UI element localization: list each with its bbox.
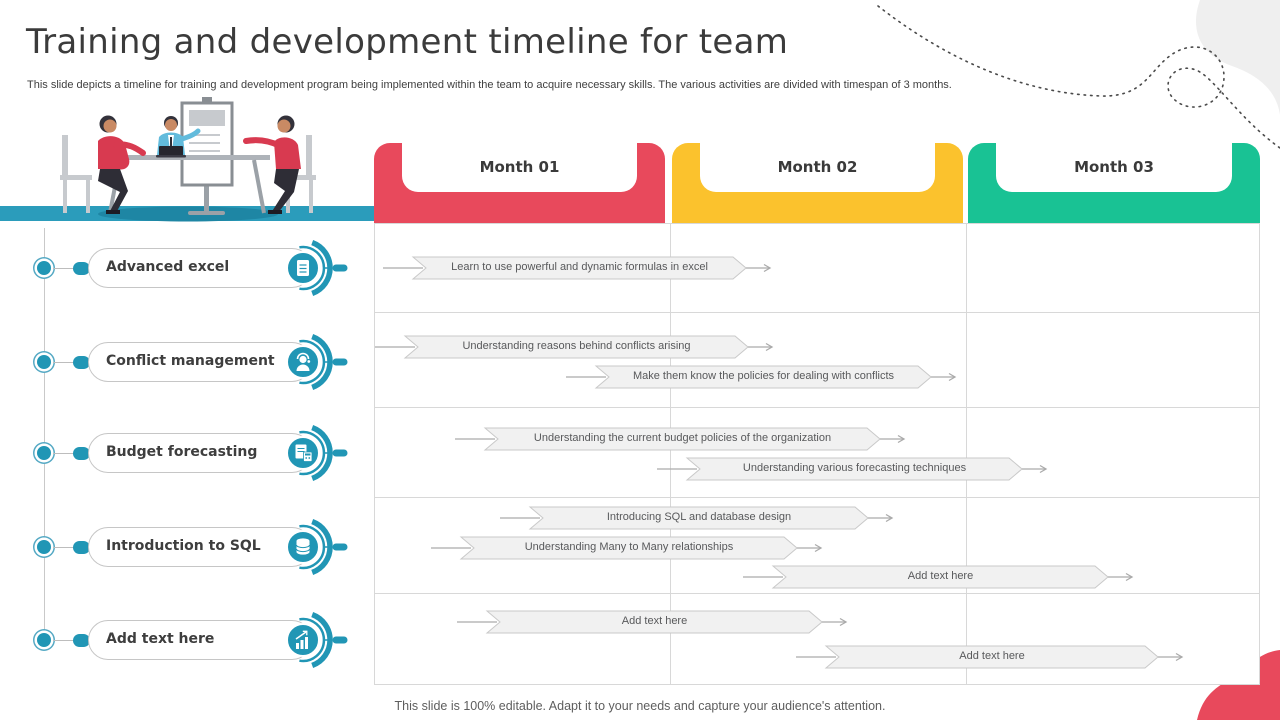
category-label: Introduction to SQL (106, 538, 261, 554)
task-bar-label: Add text here (907, 570, 974, 582)
rail-node (37, 261, 51, 275)
category-rail (44, 228, 45, 640)
category-row-advanced-excel: Advanced excel (0, 230, 360, 306)
drop-connector (73, 355, 90, 369)
category-pill: Add text here (88, 620, 312, 660)
task-bar (685, 457, 1023, 481)
category-row-introduction-to-sql: Introduction to SQL (0, 509, 360, 585)
grid-line (375, 312, 1259, 313)
month-03-label: Month 03 (996, 143, 1232, 192)
support-agent-icon (286, 334, 348, 390)
month-02-header: Month 02 (672, 143, 963, 223)
gray-blob-decoration (1195, 0, 1280, 115)
task-bar-label: Understanding Many to Many relationships (524, 541, 734, 553)
rail-node (37, 446, 51, 460)
drop-connector (73, 633, 90, 647)
drop-connector (73, 446, 90, 460)
task-bar (528, 506, 869, 530)
task-bar-label: Understanding the current budget policie… (533, 432, 832, 444)
drop-connector (73, 261, 90, 275)
footer-note: This slide is 100% editable. Adapt it to… (394, 699, 886, 713)
spreadsheet-icon (286, 240, 348, 296)
category-label: Conflict management (106, 353, 275, 369)
task-bar (824, 645, 1159, 669)
category-label: Advanced excel (106, 259, 230, 275)
task-bar (485, 610, 823, 634)
task-bar (459, 536, 798, 560)
task-bar-label: Introducing SQL and database design (606, 511, 792, 523)
task-bar (411, 256, 747, 280)
task-bar-label: Make them know the policies for dealing … (632, 370, 895, 382)
task-bar (483, 427, 881, 451)
category-pill: Advanced excel (88, 248, 312, 288)
connector-line (53, 267, 79, 269)
budget-report-icon (286, 425, 348, 481)
task-bar-label: Add text here (621, 615, 688, 627)
timeline-grid (374, 223, 1260, 685)
rail-node (37, 355, 51, 369)
category-row-add-text-here: Add text here (0, 602, 360, 678)
grid-line (375, 497, 1259, 498)
task-bar-label: Learn to use powerful and dynamic formul… (451, 261, 708, 273)
grid-line (375, 593, 1259, 594)
team-meeting-illustration (60, 97, 316, 222)
category-pill: Budget forecasting (88, 433, 312, 473)
grid-line (375, 407, 1259, 408)
rail-node (37, 633, 51, 647)
grid-line (966, 224, 967, 684)
task-bar-label: Understanding reasons behind conflicts a… (462, 340, 691, 352)
category-pill: Conflict management (88, 342, 312, 382)
category-label: Add text here (106, 631, 215, 647)
drop-connector (73, 540, 90, 554)
month-02-label: Month 02 (700, 143, 935, 192)
database-icon (286, 519, 348, 575)
task-bar (403, 335, 749, 359)
task-bar-label: Add text here (959, 650, 1025, 662)
connector-line (53, 452, 79, 454)
category-label: Budget forecasting (106, 444, 258, 460)
grid-line (670, 224, 671, 684)
task-bars (375, 256, 1184, 669)
growth-chart-icon (286, 612, 348, 668)
connector-line (53, 546, 79, 548)
task-bar-label: Understanding various forecasting techni… (742, 462, 967, 474)
month-01-label: Month 01 (402, 143, 637, 192)
category-pill: Introduction to SQL (88, 527, 312, 567)
page-title: Training and development timeline for te… (26, 22, 789, 62)
connector-line (53, 639, 79, 641)
rail-node (37, 540, 51, 554)
month-01-header: Month 01 (374, 143, 665, 223)
month-03-header: Month 03 (968, 143, 1260, 223)
connector-line (53, 361, 79, 363)
task-bar (771, 565, 1109, 589)
slide-description: This slide depicts a timeline for traini… (27, 79, 952, 91)
task-bar (594, 365, 932, 389)
category-row-conflict-management: Conflict management (0, 324, 360, 400)
category-row-budget-forecasting: Budget forecasting (0, 415, 360, 491)
